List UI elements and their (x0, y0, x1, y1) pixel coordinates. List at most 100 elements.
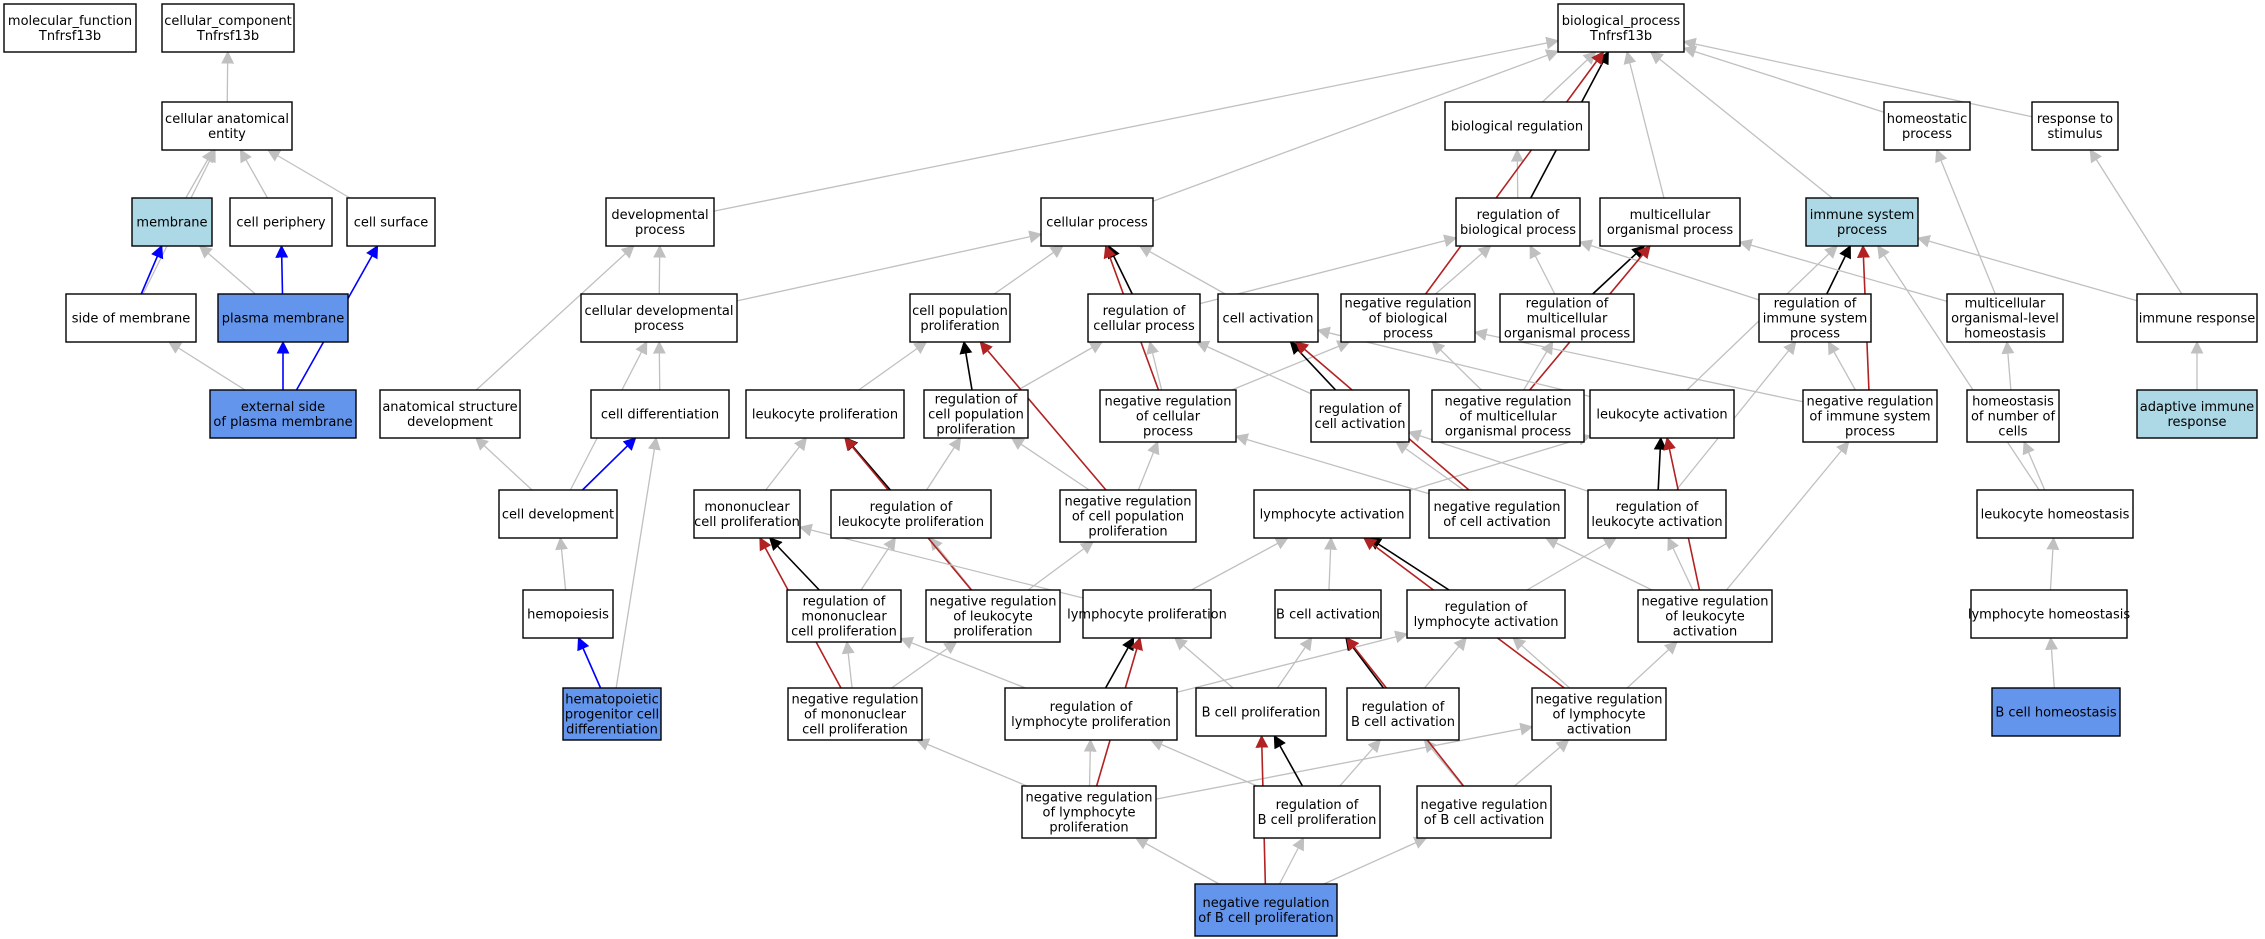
node-label-line: B cell activation (1351, 715, 1455, 730)
node-label-line: process (1845, 425, 1895, 440)
edge-cdp-to-devp (653, 244, 667, 295)
node-memb[interactable]: membrane (131, 197, 213, 247)
node-box (1040, 197, 1154, 247)
node-lprol[interactable]: leukocyte proliferation (745, 389, 905, 439)
node-label-line: stimulus (2047, 127, 2102, 142)
node-cdev[interactable]: cell development (498, 489, 618, 539)
edge-lyprol-to-mncp (798, 523, 1084, 599)
edge-csurf-to-cae (266, 149, 351, 199)
node-label-line: negative regulation (929, 595, 1056, 610)
node-csurf[interactable]: cell surface (346, 197, 436, 247)
node-box (786, 589, 902, 643)
node-label-line: negative regulation (1433, 500, 1560, 515)
node-lyprol[interactable]: lymphocyte proliferation (1067, 589, 1227, 639)
node-cdiff[interactable]: cell differentiation (590, 389, 730, 439)
node-lhom[interactable]: leukocyte homeostasis (1976, 489, 2134, 539)
edge-lhom-to-isp (1877, 244, 2040, 491)
node-label-line: entity (208, 127, 246, 142)
node-label-line: proliferation (1088, 525, 1167, 540)
node-box (1059, 489, 1197, 543)
node-label-line: negative regulation (1064, 495, 1191, 510)
edge-hnc-to-molh (2001, 340, 2015, 391)
edge-rcp-to-rbp (1199, 234, 1458, 305)
node-box (2031, 101, 2119, 151)
edge-nrbcp-to-nrbca (1323, 836, 1428, 885)
edge-nrla-to-rla (1667, 536, 1694, 591)
node-bcp[interactable]: B cell proliferation (1195, 687, 1327, 737)
node-hemo[interactable]: hemopoiesis (522, 589, 614, 639)
node-bca[interactable]: B cell activation (1274, 589, 1382, 639)
node-bchom[interactable]: B cell homeostasis (1991, 687, 2121, 737)
node-cact[interactable]: cell activation (1217, 293, 1319, 343)
edge-memb-to-cae (185, 148, 214, 199)
node-pm[interactable]: plasma membrane (217, 293, 349, 343)
node-som[interactable]: side of membrane (65, 293, 197, 343)
edge-lyprol-to-lyact (1191, 537, 1289, 591)
node-cperi[interactable]: cell periphery (229, 197, 333, 247)
node-box (3, 3, 137, 53)
node-label-line: cell differentiation (601, 408, 719, 423)
node-iresp[interactable]: immune response (2136, 293, 2258, 343)
node-label-line: organismal process (1504, 327, 1630, 342)
node-cellp[interactable]: cellular process (1040, 197, 1154, 247)
node-breg[interactable]: biological regulation (1444, 101, 1590, 151)
node-rbcp[interactable]: regulation ofB cell proliferation (1253, 785, 1381, 839)
edge-rbp-to-breg (1510, 148, 1524, 199)
edge-bcp-to-lyprol (1173, 637, 1234, 689)
edge-hpcd-to-hemo (577, 636, 602, 689)
node-box (562, 687, 662, 741)
edge-molh-to-multi (1738, 239, 1948, 303)
node-lyact[interactable]: lymphocyte activation (1253, 489, 1411, 539)
node-rbca[interactable]: regulation ofB cell activation (1346, 687, 1460, 741)
node-label-line: of B cell proliferation (1198, 911, 1334, 926)
node-lyhom[interactable]: lymphocyte homeostasis (1968, 589, 2131, 639)
edge-nrlyp-to-nrmncp (915, 738, 1028, 787)
node-label-line: of leukocyte (953, 610, 1032, 625)
edge-nrbca-to-nrlya (1514, 739, 1570, 787)
node-label-line: cell periphery (236, 216, 326, 231)
node-lact[interactable]: leukocyte activation (1589, 389, 1735, 439)
